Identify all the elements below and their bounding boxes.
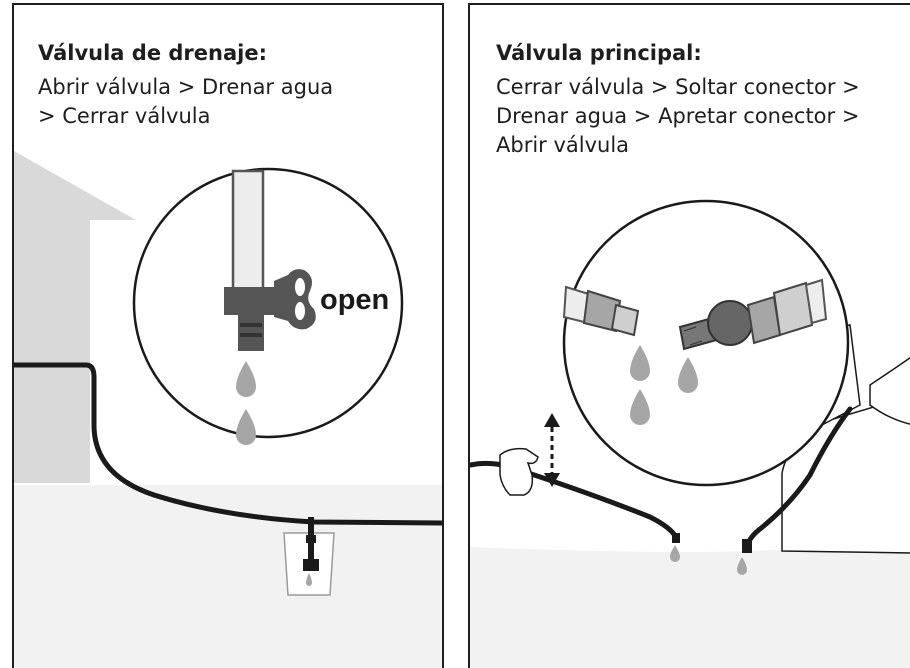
valve-key-handle-icon	[274, 269, 316, 330]
valve-open-label: open	[320, 284, 389, 316]
drain-valve-step-line: Abrir válvula > Drenar agua	[38, 75, 334, 99]
main-valve-instructions: Válvula principal: Cerrar válvula > Solt…	[496, 39, 860, 160]
valve-outlet	[238, 313, 264, 351]
ground	[470, 547, 910, 668]
drain-valve-instructions: Válvula de drenaje: Abrir válvula > Dren…	[38, 39, 333, 131]
drain-valve-illustration: open	[14, 151, 442, 668]
drain-valve-step-line: > Cerrar válvula	[38, 104, 211, 128]
vertical-double-arrow-icon	[544, 413, 560, 487]
drain-valve-title: Válvula de drenaje:	[38, 41, 267, 65]
small-drain-valve-icon	[303, 517, 319, 571]
pipe	[231, 169, 265, 291]
hose	[470, 460, 679, 540]
main-valve-panel: Válvula principal: Cerrar válvula > Solt…	[468, 3, 910, 668]
water-drop-icon	[737, 557, 747, 575]
valve-body	[224, 287, 276, 315]
main-valve-step-line: Cerrar válvula > Soltar conector >	[496, 75, 860, 99]
water-drop-icon	[306, 573, 312, 586]
ground	[14, 485, 442, 668]
hand-icon	[499, 447, 539, 496]
main-valve-connector-icon	[678, 278, 828, 351]
water-drop-icon	[236, 409, 256, 445]
water-drop-icon	[678, 357, 698, 393]
hose	[745, 406, 853, 546]
hose	[14, 362, 442, 526]
main-valve-title: Válvula principal:	[496, 41, 702, 65]
drain-valve-panel: open Válvula de drenaje: Abrir válvula >…	[12, 3, 444, 668]
house-silhouette-icon	[14, 151, 136, 483]
water-drop-icon	[670, 545, 680, 562]
water-drop-icon	[630, 389, 650, 425]
main-valve-step-line: Abrir válvula	[496, 133, 630, 157]
water-drop-icon	[236, 361, 256, 397]
water-drop-icon	[630, 345, 650, 381]
main-valve-step-line: Drenar agua > Apretar conector >	[496, 104, 860, 128]
main-valve-illustration	[470, 199, 910, 668]
hose-connector-left-icon	[562, 285, 640, 337]
